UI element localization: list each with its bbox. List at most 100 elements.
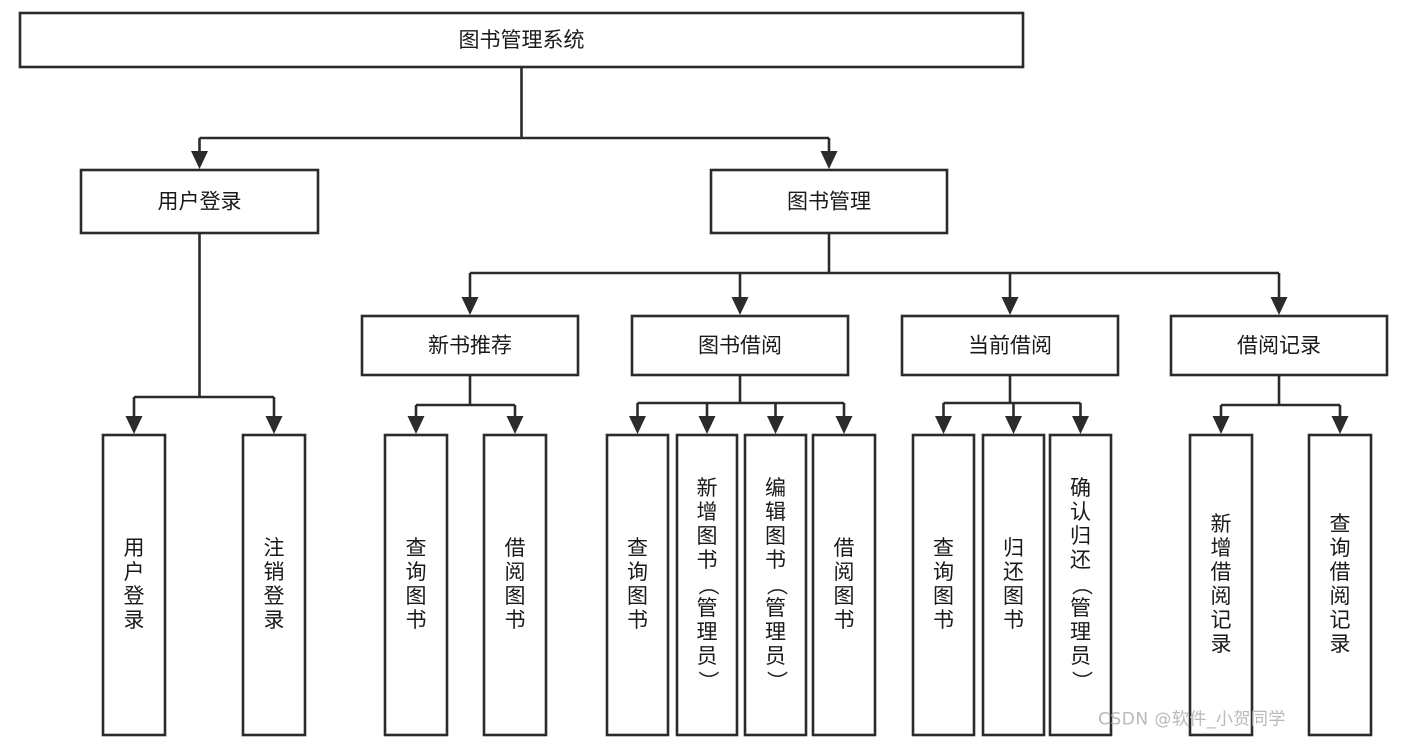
node-label-char: 查 — [933, 536, 954, 560]
node-label-char: 阅 — [1330, 584, 1351, 608]
node-label-char: 员 — [697, 644, 718, 668]
node-label-char: 录 — [1211, 632, 1232, 656]
node-new-book-recommend[interactable]: 新书推荐 — [360, 314, 580, 377]
node-book-borrow[interactable]: 图书借阅 — [630, 314, 850, 377]
node-label-char: 编 — [765, 476, 786, 500]
connector-group-root — [191, 67, 838, 169]
node-label-char: 员 — [1070, 644, 1091, 668]
arrow-head-icon — [835, 416, 853, 434]
node-label-char: 图 — [765, 524, 786, 548]
node-box[interactable] — [1307, 433, 1373, 737]
node-label-char: 阅 — [505, 560, 526, 584]
arrow-head-icon — [1001, 297, 1019, 315]
node-box[interactable] — [1048, 433, 1113, 737]
node-label-char: 图 — [505, 584, 526, 608]
arrow-head-icon — [935, 416, 952, 434]
node-label-char: 辑 — [765, 500, 786, 524]
node-box[interactable] — [360, 314, 580, 377]
node-label-char: 询 — [627, 560, 648, 584]
node-box[interactable] — [383, 433, 449, 737]
node-box[interactable] — [79, 168, 320, 235]
node-box[interactable] — [981, 433, 1046, 737]
node-leaf-user-login[interactable]: 用户登录 — [101, 433, 167, 737]
node-label: 图书借阅 — [698, 334, 782, 358]
node-label-char: 图 — [627, 584, 648, 608]
node-label-char: 书 — [933, 608, 954, 632]
node-label: 借阅记录 — [1237, 334, 1321, 358]
node-label-char: 询 — [406, 560, 427, 584]
node-label-char: 增 — [1211, 536, 1232, 560]
node-label-char: 查 — [406, 536, 427, 560]
node-label-char: 查 — [1330, 512, 1351, 536]
node-label-char: 询 — [933, 560, 954, 584]
node-box[interactable] — [743, 433, 808, 737]
node-label-char: 新 — [1211, 512, 1232, 536]
node-label-char: 户 — [124, 560, 145, 584]
node-label-char: 归 — [1003, 536, 1024, 560]
node-label-char: 书 — [505, 608, 526, 632]
node-box[interactable] — [101, 433, 167, 737]
node-box[interactable] — [675, 433, 739, 737]
node-box[interactable] — [709, 168, 949, 235]
node-box[interactable] — [241, 433, 307, 737]
node-label-char: 询 — [1330, 536, 1351, 560]
node-box[interactable] — [18, 11, 1025, 69]
node-box[interactable] — [605, 433, 670, 737]
node-label-char: 管 — [697, 596, 718, 620]
node-box[interactable] — [482, 433, 548, 737]
connector-group-user-login — [125, 233, 283, 434]
node-box[interactable] — [1169, 314, 1389, 377]
node-box[interactable] — [811, 433, 877, 737]
node-root[interactable]: 图书管理系统 — [18, 11, 1025, 69]
node-label-char: 借 — [834, 536, 855, 560]
node-label-char: ） — [1070, 671, 1094, 692]
node-box[interactable] — [1188, 433, 1254, 737]
node-label-char: 理 — [697, 620, 718, 644]
node-label: 用户登录 — [158, 190, 242, 214]
node-label-char: 书 — [697, 548, 718, 572]
node-label-char: 借 — [1330, 560, 1351, 584]
node-box[interactable] — [900, 314, 1120, 377]
node-label-char: 借 — [505, 536, 526, 560]
node-label-char: ） — [696, 671, 720, 692]
connector-group-current-borrow — [935, 375, 1089, 434]
node-current-borrow[interactable]: 当前借阅 — [900, 314, 1120, 377]
node-label-char: 书 — [834, 608, 855, 632]
node-label-char: 还 — [1070, 548, 1091, 572]
node-label-char: 还 — [1003, 560, 1024, 584]
node-label-char: 借 — [1211, 560, 1232, 584]
node-label-char: 录 — [124, 608, 145, 632]
connector-group-book-borrow — [629, 375, 853, 434]
node-label-char: 图 — [697, 524, 718, 548]
node-label-char: 管 — [1070, 596, 1091, 620]
node-borrow-record[interactable]: 借阅记录 — [1169, 314, 1389, 377]
node-label-char: 阅 — [834, 560, 855, 584]
node-label-char: 员 — [765, 644, 786, 668]
node-label-char: 理 — [765, 620, 786, 644]
node-book-manage[interactable]: 图书管理 — [709, 168, 949, 235]
node-label-char: 书 — [1003, 608, 1024, 632]
node-label-char: ） — [765, 671, 789, 692]
node-label: 图书管理系统 — [459, 28, 585, 52]
connector-group-borrow-record — [1212, 375, 1349, 434]
node-box[interactable] — [911, 433, 976, 737]
arrow-head-icon — [629, 416, 646, 434]
node-layer: 图书管理系统用户登录图书管理新书推荐图书借阅当前借阅借阅记录用户登录注销登录查询… — [18, 11, 1389, 737]
node-box[interactable] — [630, 314, 850, 377]
node-label-char: 记 — [1211, 608, 1232, 632]
node-user-login[interactable]: 用户登录 — [79, 168, 320, 235]
arrow-head-icon — [461, 297, 479, 315]
